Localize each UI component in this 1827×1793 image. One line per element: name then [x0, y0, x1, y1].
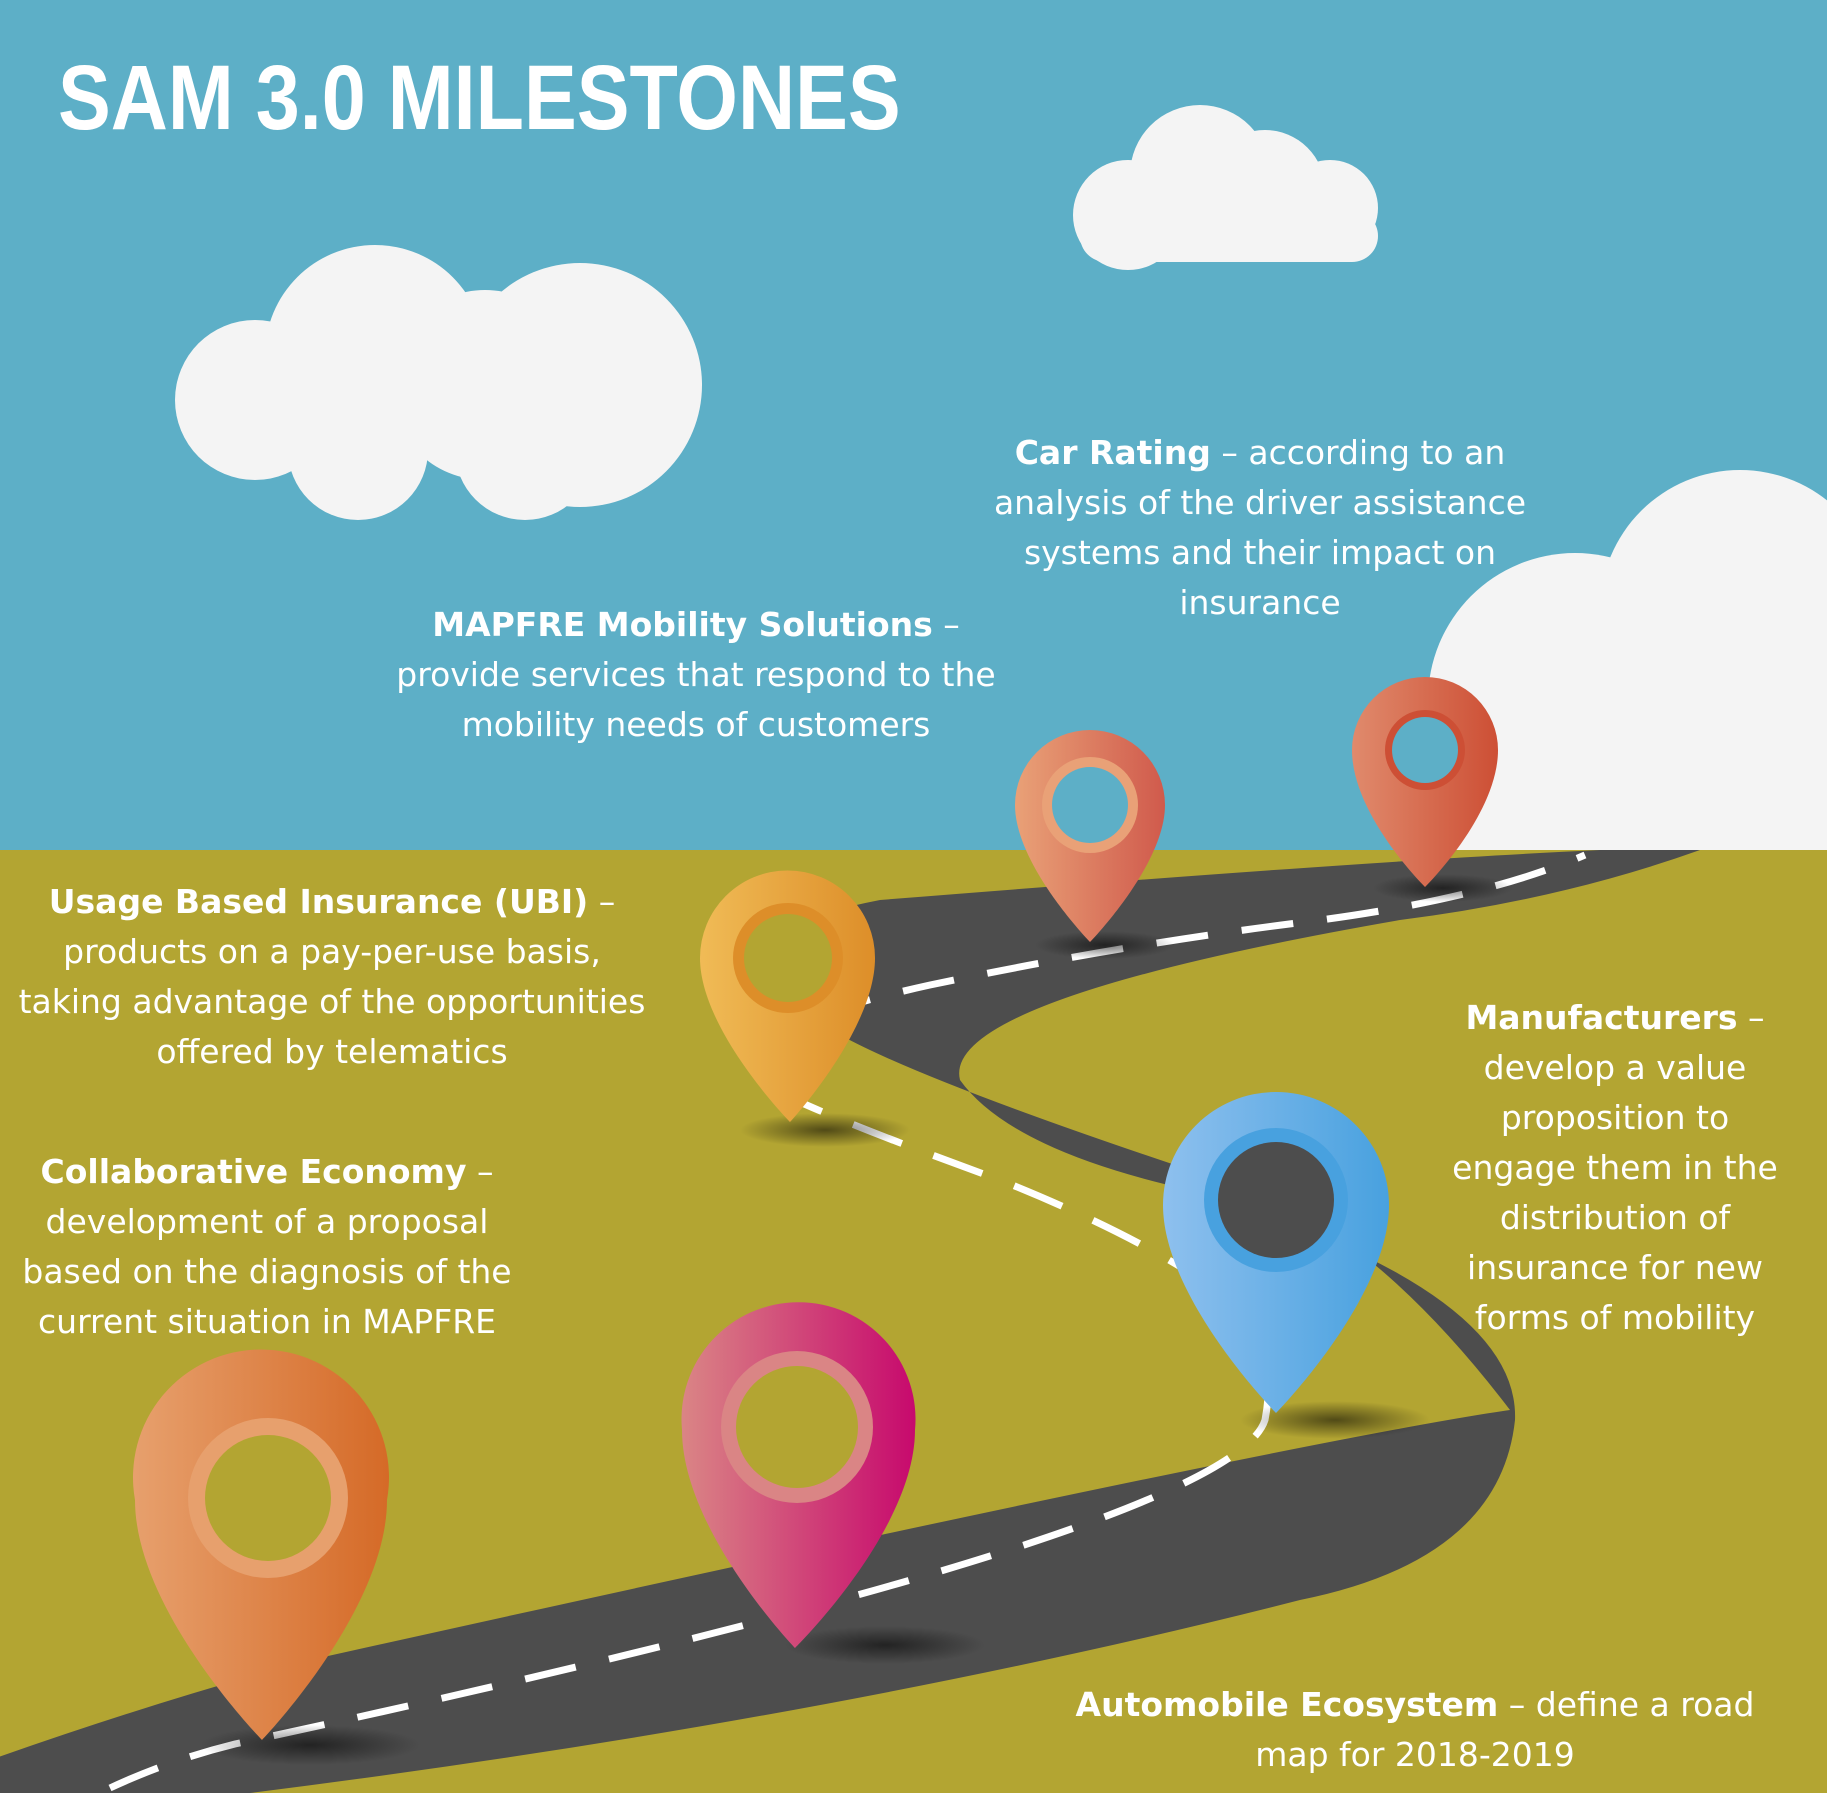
milestone-ubi: Usage Based Insurance (UBI) – products o… — [18, 882, 646, 1071]
milestone-name: MAPFRE Mobility Solutions — [432, 605, 933, 644]
map-pin-icon-ubi — [700, 870, 875, 1122]
milestone-manufacturers: Manufacturers – develop a value proposit… — [1452, 998, 1778, 1337]
pin-shadow — [740, 1113, 910, 1147]
milestone-desc: develop a value proposition to engage th… — [1452, 1048, 1778, 1337]
page-title: SAM 3.0 MILESTONES — [58, 47, 901, 149]
milestone-desc: define a road map for 2018-2019 — [1255, 1685, 1755, 1774]
milestone-desc: products on a pay-per-use basis, taking … — [18, 932, 646, 1071]
milestone-car-rating: Car Rating – according to an analysis of… — [993, 433, 1527, 622]
map-pin-icon-collaborative — [133, 1349, 389, 1740]
milestone-name: Automobile Ecosystem — [1075, 1685, 1499, 1724]
milestone-name: Manufacturers — [1465, 998, 1738, 1037]
map-pin-icon-mobility-solutions — [1015, 730, 1165, 942]
milestone-desc: provide services that respond to the mob… — [396, 655, 996, 744]
pin-shadow — [200, 1725, 420, 1765]
map-pin-icon-manufacturers — [1163, 1092, 1389, 1413]
road — [0, 850, 1700, 1793]
map-pin-icon-automobile — [681, 1302, 916, 1648]
milestone-desc: according to an analysis of the driver a… — [993, 433, 1527, 622]
milestone-name: Usage Based Insurance (UBI) — [48, 882, 589, 921]
milestone-name: Collaborative Economy — [40, 1152, 467, 1191]
cloud-top-right — [1073, 105, 1378, 270]
map-pin-icon-car-rating — [1352, 677, 1498, 887]
cloud-right — [1428, 470, 1827, 850]
milestone-name: Car Rating — [1014, 433, 1211, 472]
milestone-mobility-solutions: MAPFRE Mobility Solutions – provide serv… — [396, 605, 996, 744]
pin-shadow — [1035, 931, 1175, 959]
pin-shadow — [1373, 874, 1513, 902]
milestone-automobile-ecosystem: Automobile Ecosystem – define a road map… — [1075, 1685, 1755, 1774]
cloud-left — [175, 245, 702, 520]
milestone-desc: development of a proposal based on the d… — [22, 1202, 512, 1341]
pin-shadow — [1240, 1401, 1430, 1439]
pin-shadow — [785, 1626, 985, 1664]
milestone-collaborative-economy: Collaborative Economy – development of a… — [22, 1152, 512, 1341]
